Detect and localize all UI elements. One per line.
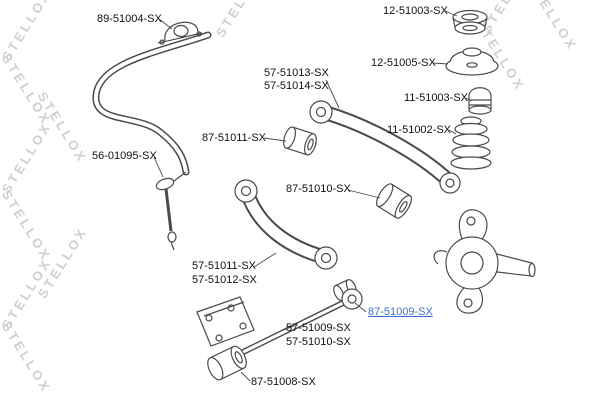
mounting-plate bbox=[196, 296, 255, 347]
part-label-11-51003-SX: 11-51003-SX bbox=[404, 92, 469, 104]
part-label-57-51010-SX: 57-51010-SX bbox=[286, 336, 351, 348]
lower-lateral-arm bbox=[234, 179, 338, 270]
part-label-87-51009-SX[interactable]: 87-51009-SX bbox=[368, 306, 433, 318]
part-label-11-51002-SX: 11-51002-SX bbox=[387, 124, 452, 136]
dust-boot bbox=[450, 116, 492, 170]
part-label-57-51013-SX: 57-51013-SX bbox=[264, 67, 329, 79]
bushing-87-51010 bbox=[375, 183, 413, 219]
bump-stop bbox=[468, 87, 492, 115]
part-label-56-01095-SX: 56-01095-SX bbox=[92, 150, 157, 162]
part-label-57-51011-SX: 57-51011-SX bbox=[192, 260, 257, 272]
stabilizer-bar bbox=[92, 31, 212, 176]
trailing-rod bbox=[232, 278, 363, 359]
part-label-87-51008-SX: 87-51008-SX bbox=[251, 376, 316, 388]
bushing-87-51008 bbox=[207, 345, 247, 381]
part-label-87-51010-SX: 87-51010-SX bbox=[286, 183, 351, 195]
stabilizer-link bbox=[155, 171, 187, 251]
strut-mount bbox=[445, 47, 499, 76]
part-label-57-51014-SX: 57-51014-SX bbox=[264, 80, 329, 92]
part-label-87-51011-SX: 87-51011-SX bbox=[202, 132, 267, 144]
part-label-57-51012-SX: 57-51012-SX bbox=[192, 274, 257, 286]
upper-lateral-arm bbox=[309, 100, 461, 194]
steering-knuckle bbox=[433, 209, 536, 314]
part-label-57-51009-SX: 57-51009-SX bbox=[286, 322, 351, 334]
part-label-12-51005-SX: 12-51005-SX bbox=[371, 57, 436, 69]
bushing-87-51011 bbox=[283, 126, 317, 156]
part-label-89-51004-SX: 89-51004-SX bbox=[97, 13, 162, 25]
leader-lines bbox=[153, 10, 472, 382]
stabilizer-bracket bbox=[157, 21, 203, 45]
part-label-12-51003-SX: 12-51003-SX bbox=[383, 5, 448, 17]
strut-bearing bbox=[452, 9, 488, 35]
